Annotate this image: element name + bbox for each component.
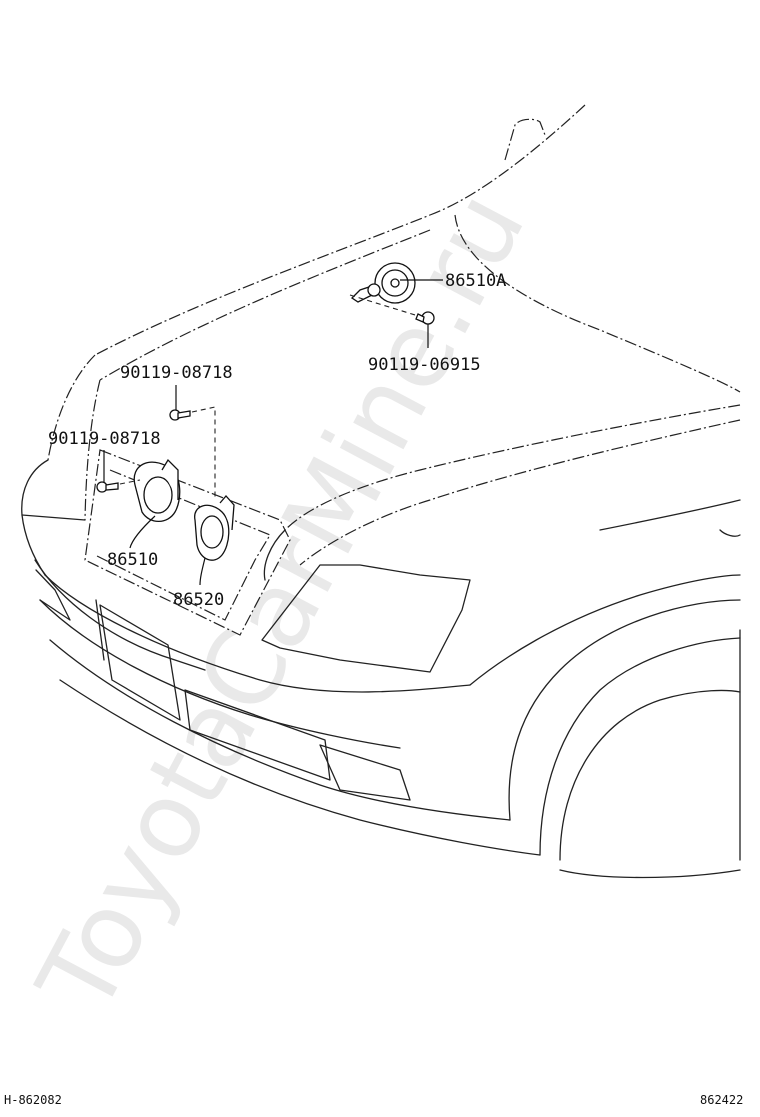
footer-code-right: 862422 <box>700 1093 743 1107</box>
horn-86510a-illustration <box>350 262 416 304</box>
part-label-86520: 86520 <box>173 590 224 610</box>
footer-code-left: H-862082 <box>4 1093 62 1107</box>
car-body-outline <box>21 104 741 879</box>
part-label-90119-06915: 90119-06915 <box>368 355 481 375</box>
part-label-90119-08718-top: 90119-08718 <box>120 363 233 383</box>
bolt-90119-08718-lower-illustration <box>96 479 141 493</box>
horn-86510-illustration <box>133 458 181 523</box>
part-label-86510: 86510 <box>107 550 158 570</box>
horn-86520-illustration <box>194 495 235 561</box>
part-label-86510a: 86510A <box>445 271 506 291</box>
leader-86510 <box>129 515 156 549</box>
part-label-90119-08718-lower: 90119-08718 <box>48 429 161 449</box>
bolt-90119-08718-top-illustration <box>169 406 216 500</box>
watermark: ToyotaCarMine.ru <box>14 172 549 1032</box>
leader-86520 <box>199 557 206 586</box>
bolt-90119-06915-illustration <box>349 294 435 325</box>
